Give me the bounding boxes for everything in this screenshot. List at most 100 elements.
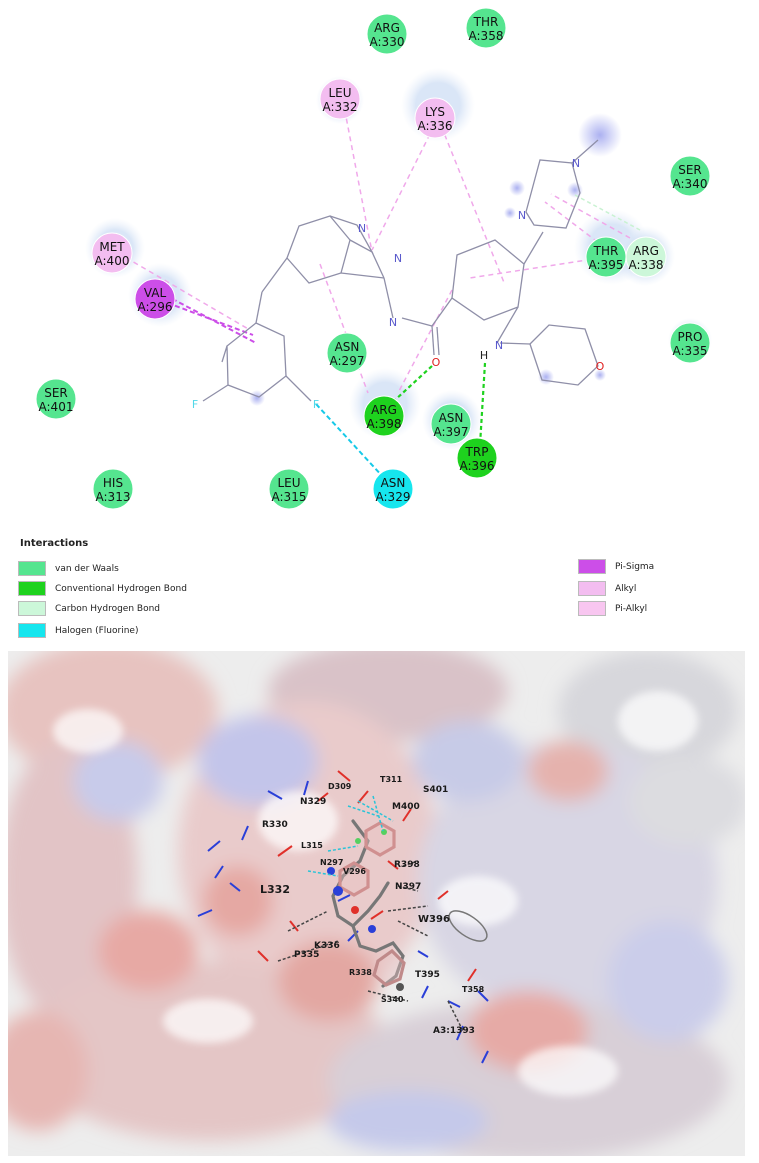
residue-number: A:400	[95, 254, 130, 268]
legend-label-alkyl: Alkyl	[615, 583, 637, 594]
surface-label-n329: N329	[300, 797, 326, 807]
surface-label-p335: P335	[294, 950, 319, 960]
residue-disc	[669, 155, 711, 197]
residue-number: A:313	[96, 490, 131, 504]
legend-item-pialkyl: Pi-Alkyl	[578, 601, 647, 616]
legend-label-halogen: Halogen (Fluorine)	[55, 625, 139, 636]
surface-label-n297: N297	[320, 858, 343, 867]
residue-disc	[372, 468, 414, 510]
surface-label-r338: R338	[349, 968, 372, 977]
surface-label-r330: R330	[262, 820, 288, 830]
residue-name: MET	[99, 240, 125, 254]
legend-item-pisigma: Pi-Sigma	[578, 559, 654, 574]
residue-disc	[134, 278, 176, 320]
legend-swatch-halogen	[18, 623, 46, 638]
atom-o-carbonyl: O	[432, 356, 441, 369]
residue-name: VAL	[144, 286, 167, 300]
residue-name: ARG	[374, 21, 400, 35]
residue-disc	[430, 403, 472, 445]
residue-disc	[326, 332, 368, 374]
legend-swatch-chb	[18, 601, 46, 616]
residue-name: HIS	[103, 476, 123, 490]
atom-labels: N N N N N N H O O F F	[192, 157, 605, 411]
residue-number: A:398	[367, 417, 402, 431]
atom-h-amine: H	[480, 349, 488, 362]
atom-n1: N	[358, 222, 366, 235]
surface-label-t358: T358	[462, 985, 485, 994]
surface-label-s401: S401	[423, 785, 448, 795]
atom-n-amide: N	[389, 316, 397, 329]
residue-name: ARG	[371, 403, 397, 417]
surface-svg: D309 T311 N329 M400 S401 R330 L315 N297 …	[8, 651, 745, 1156]
interaction-diagram: N N N N N N H O O F F ARGA:330THRA:358LE…	[35, 7, 712, 510]
surface-view: D309 T311 N329 M400 S401 R330 L315 N297 …	[8, 651, 745, 1156]
atom-f1: F	[192, 398, 198, 411]
surface-interaction-dashes	[277, 795, 464, 1032]
legend-swatch-vdw	[18, 561, 46, 576]
residue-disc	[319, 78, 361, 120]
legend-item-chb: Carbon Hydrogen Bond	[18, 601, 160, 616]
interaction-lines	[117, 100, 641, 479]
legend-swatch-alkyl	[578, 581, 606, 596]
legend-swatch-pialkyl	[578, 601, 606, 616]
surface-label-w396: W396	[418, 914, 450, 925]
legend-label-hbond: Conventional Hydrogen Bond	[55, 583, 187, 594]
residue-number: A:329	[376, 490, 411, 504]
residue-number: A:332	[323, 100, 358, 114]
residue-number: A:335	[673, 344, 708, 358]
legend-swatch-hbond	[18, 581, 46, 596]
legend-swatch-pisigma	[578, 559, 606, 574]
legend-label-vdw: van der Waals	[55, 563, 119, 574]
legend-item-alkyl: Alkyl	[578, 581, 636, 596]
surface-grey-disc	[448, 910, 488, 942]
legend-item-hbond: Conventional Hydrogen Bond	[18, 581, 187, 596]
residue-name: LYS	[425, 105, 445, 119]
residue-disc	[625, 236, 667, 278]
residue-name: SER	[44, 386, 68, 400]
legend-label-chb: Carbon Hydrogen Bond	[55, 603, 161, 614]
residue-name: ARG	[633, 244, 659, 258]
surface-label-t395: T395	[415, 970, 440, 980]
residue-number: A:297	[330, 354, 365, 368]
atom-f2: F	[313, 398, 319, 411]
residue-number: A:296	[138, 300, 173, 314]
residue-name: THR	[473, 15, 499, 29]
residue-disc	[465, 7, 507, 49]
residue-number: A:315	[272, 490, 307, 504]
residue-name: THR	[593, 244, 619, 258]
residue-name: LEU	[328, 86, 351, 100]
surface-highlights	[53, 691, 698, 1096]
residue-number: A:395	[589, 258, 624, 272]
legend-label-pisigma: Pi-Sigma	[615, 561, 655, 572]
surface-label-a1393: A3:1393	[433, 1026, 475, 1036]
residue-name: TRP	[465, 445, 489, 459]
residue-disc	[363, 395, 405, 437]
ligand-sticks	[327, 819, 406, 991]
surface-label-m400: M400	[392, 802, 420, 812]
surface-label-t311: T311	[380, 775, 403, 784]
residue-number: A:358	[469, 29, 504, 43]
atom-n-pip: N	[518, 209, 526, 222]
surface-label-l315: L315	[301, 841, 323, 850]
residue-number: A:330	[370, 35, 405, 49]
residue-name: ASN	[381, 476, 406, 490]
residue-number: A:338	[629, 258, 664, 272]
surface-labels: D309 T311 N329 M400 S401 R330 L315 N297 …	[260, 775, 485, 1036]
legend-item-halogen: Halogen (Fluorine)	[18, 623, 138, 638]
surface-label-k336: K336	[314, 941, 340, 951]
